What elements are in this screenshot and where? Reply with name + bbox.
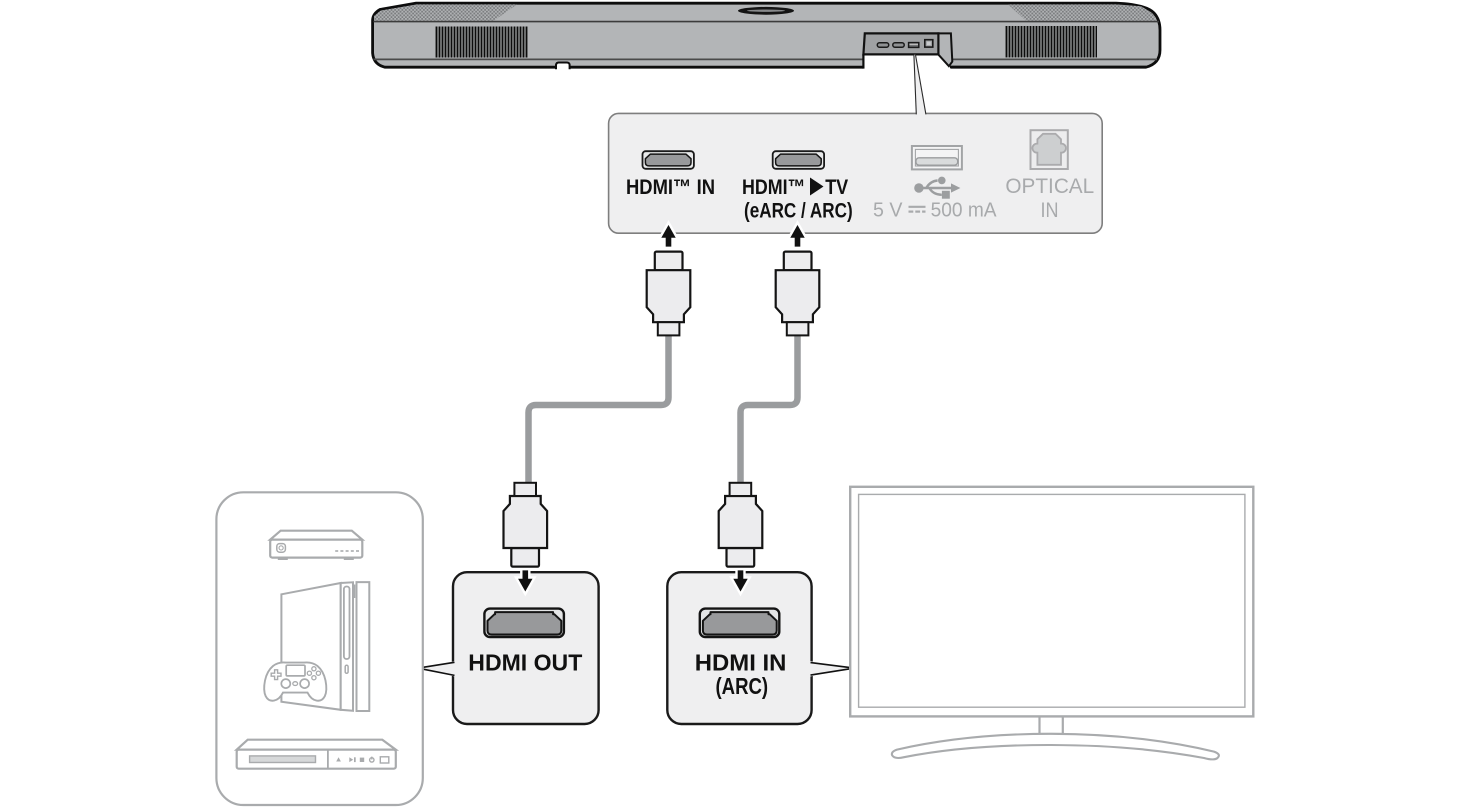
svg-text:500 mA: 500 mA [931, 199, 998, 221]
svg-text:HDMI™ IN: HDMI™ IN [626, 176, 715, 199]
svg-text:TV: TV [825, 176, 848, 199]
svg-text:HDMI IN: HDMI IN [695, 649, 787, 675]
svg-text:IN: IN [1041, 198, 1059, 222]
svg-text:HDMI OUT: HDMI OUT [468, 649, 583, 675]
svg-text:(eARC / ARC): (eARC / ARC) [744, 200, 853, 223]
svg-text:5 V: 5 V [873, 199, 903, 221]
svg-text:HDMI™: HDMI™ [742, 176, 806, 199]
svg-text:OPTICAL: OPTICAL [1005, 174, 1094, 198]
svg-text:(ARC): (ARC) [716, 673, 769, 699]
